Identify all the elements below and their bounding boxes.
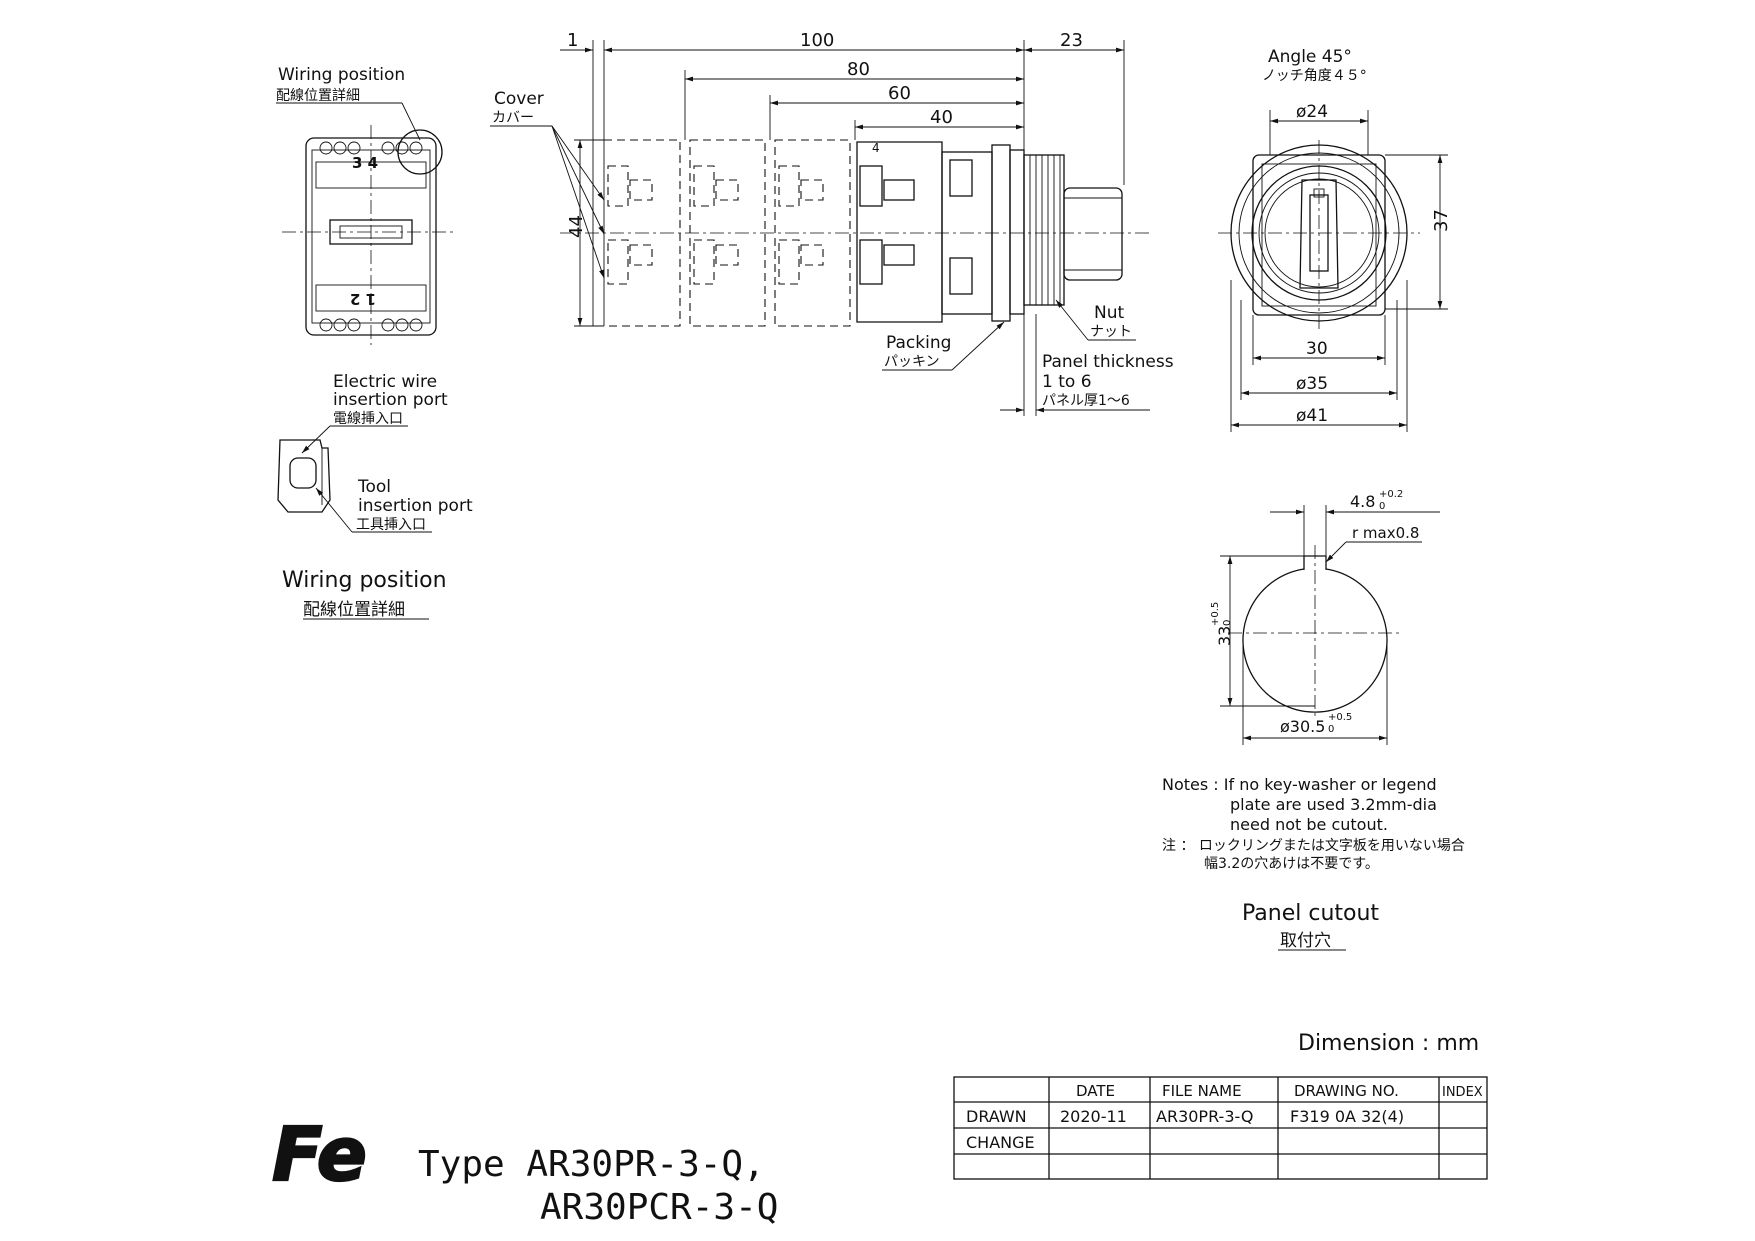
dim-1: 1	[567, 30, 578, 51]
angle-label-jp: ノッチ角度４５°	[1262, 68, 1367, 84]
dim-30: 30	[1306, 339, 1328, 359]
wiring-title: Wiring position	[278, 65, 405, 85]
wiring-position-caption-jp: 配線位置詳細	[303, 600, 405, 620]
row-change-label: CHANGE	[966, 1133, 1035, 1152]
row-drawn-drawing-no: F319 0A 32(4)	[1290, 1107, 1404, 1126]
cover-label-jp: カバー	[492, 110, 534, 126]
row-drawn-date: 2020-11	[1060, 1107, 1127, 1126]
notes-line-5: 幅3.2の穴あけは不要です。	[1204, 856, 1379, 872]
tool-label: Tool	[357, 477, 391, 497]
electric-wire-label: Electric wire	[333, 372, 437, 392]
notes: Notes : If no key-washer or legend plate…	[1162, 775, 1465, 872]
wiring-position-top-view: Wiring position 配線位置詳細 3 4 1 2	[276, 65, 454, 345]
tool-insertion-port-label: insertion port	[358, 496, 473, 516]
section-mark: 4	[872, 141, 880, 155]
row-drawn-label: DRAWN	[966, 1107, 1027, 1126]
cutout-height-dim: 33	[1215, 626, 1234, 646]
rmax-label: r max0.8	[1352, 524, 1419, 542]
packing-label: Packing	[886, 333, 951, 353]
header-file-name: FILE NAME	[1162, 1082, 1242, 1100]
key-width-tol-low: 0	[1379, 501, 1385, 512]
terminal-label-bottom: 1 2	[350, 290, 376, 308]
cutout-diameter-tol-low: 0	[1328, 724, 1334, 735]
header-index: INDEX	[1442, 1085, 1483, 1100]
insertion-port-label: insertion port	[333, 390, 448, 410]
panel-thickness-range: 1 to 6	[1042, 372, 1092, 392]
notes-line-1: Notes : If no key-washer or legend	[1162, 775, 1437, 794]
nut-label: Nut	[1094, 303, 1124, 323]
cutout-height-tol-low: 0	[1222, 620, 1233, 626]
dim-23: 23	[1060, 30, 1083, 51]
cutout-diameter-tol-up: +0.5	[1328, 712, 1352, 723]
nut-label-jp: ナット	[1090, 324, 1132, 340]
header-drawing-no: DRAWING NO.	[1294, 1082, 1399, 1100]
key-width-dim: 4.8	[1350, 492, 1375, 511]
wiring-position-caption: Wiring position	[282, 568, 447, 593]
key-width-tol-up: +0.2	[1379, 489, 1403, 500]
brand-block: Fe Type AR30PR-3-Q, AR30PCR-3-Q	[271, 1111, 779, 1228]
insertion-port-detail: Electric wire insertion port 電線挿入口 Tool …	[277, 372, 473, 620]
cover-label: Cover	[494, 89, 544, 109]
panel-thickness-label: Panel thickness	[1042, 352, 1174, 372]
wiring-title-jp: 配線位置詳細	[276, 88, 360, 104]
tool-label-jp: 工具挿入口	[356, 517, 426, 533]
dim-44: 44	[566, 215, 587, 238]
terminal-label-top: 3 4	[352, 154, 378, 172]
side-view: 1 100 23 80 60 40 44	[490, 30, 1174, 416]
dim-phi24: ø24	[1296, 102, 1328, 122]
panel-cutout-view: 4.8 +0.2 0 r max0.8 33 +0.5 0 ø30.5 +0.5…	[1210, 489, 1440, 745]
dimension-unit: Dimension : mm	[1298, 1031, 1479, 1056]
notes-line-3: need not be cutout.	[1230, 815, 1388, 834]
angle-label: Angle 45°	[1268, 47, 1352, 67]
logo-text: Fe	[272, 1112, 367, 1198]
type-line-2: AR30PCR-3-Q	[540, 1187, 778, 1228]
dim-80: 80	[847, 59, 870, 80]
front-view: Angle 45° ノッチ角度４５° ø24 37 30 ø	[1218, 47, 1452, 432]
dim-60: 60	[888, 83, 911, 104]
dim-100: 100	[800, 30, 834, 51]
notes-line-2: plate are used 3.2mm-dia	[1230, 795, 1437, 814]
notes-line-4: 注 ： ロックリングまたは文字板を用いない場合	[1162, 838, 1465, 854]
cutout-height-tol-up: +0.5	[1210, 602, 1221, 626]
fuji-electric-logo: Fe	[271, 1111, 368, 1199]
title-block: DATE FILE NAME DRAWING NO. INDEX DRAWN 2…	[953, 1076, 1488, 1180]
dim-37: 37	[1431, 209, 1452, 232]
dim-phi41: ø41	[1296, 406, 1328, 426]
type-line-1: Type AR30PR-3-Q,	[418, 1144, 765, 1185]
dim-phi35: ø35	[1296, 374, 1328, 394]
electric-wire-label-jp: 電線挿入口	[333, 411, 403, 427]
panel-cutout-title-jp: 取付穴	[1280, 931, 1331, 951]
packing-label-jp: パッキン	[884, 354, 940, 370]
panel-thickness-label-jp: パネル厚1～6	[1042, 393, 1130, 409]
panel-cutout-title: Panel cutout	[1242, 901, 1379, 926]
cutout-diameter-dim: ø30.5	[1280, 717, 1325, 736]
row-drawn-file: AR30PR-3-Q	[1156, 1107, 1253, 1126]
header-date: DATE	[1076, 1082, 1115, 1100]
dim-40: 40	[930, 107, 953, 128]
